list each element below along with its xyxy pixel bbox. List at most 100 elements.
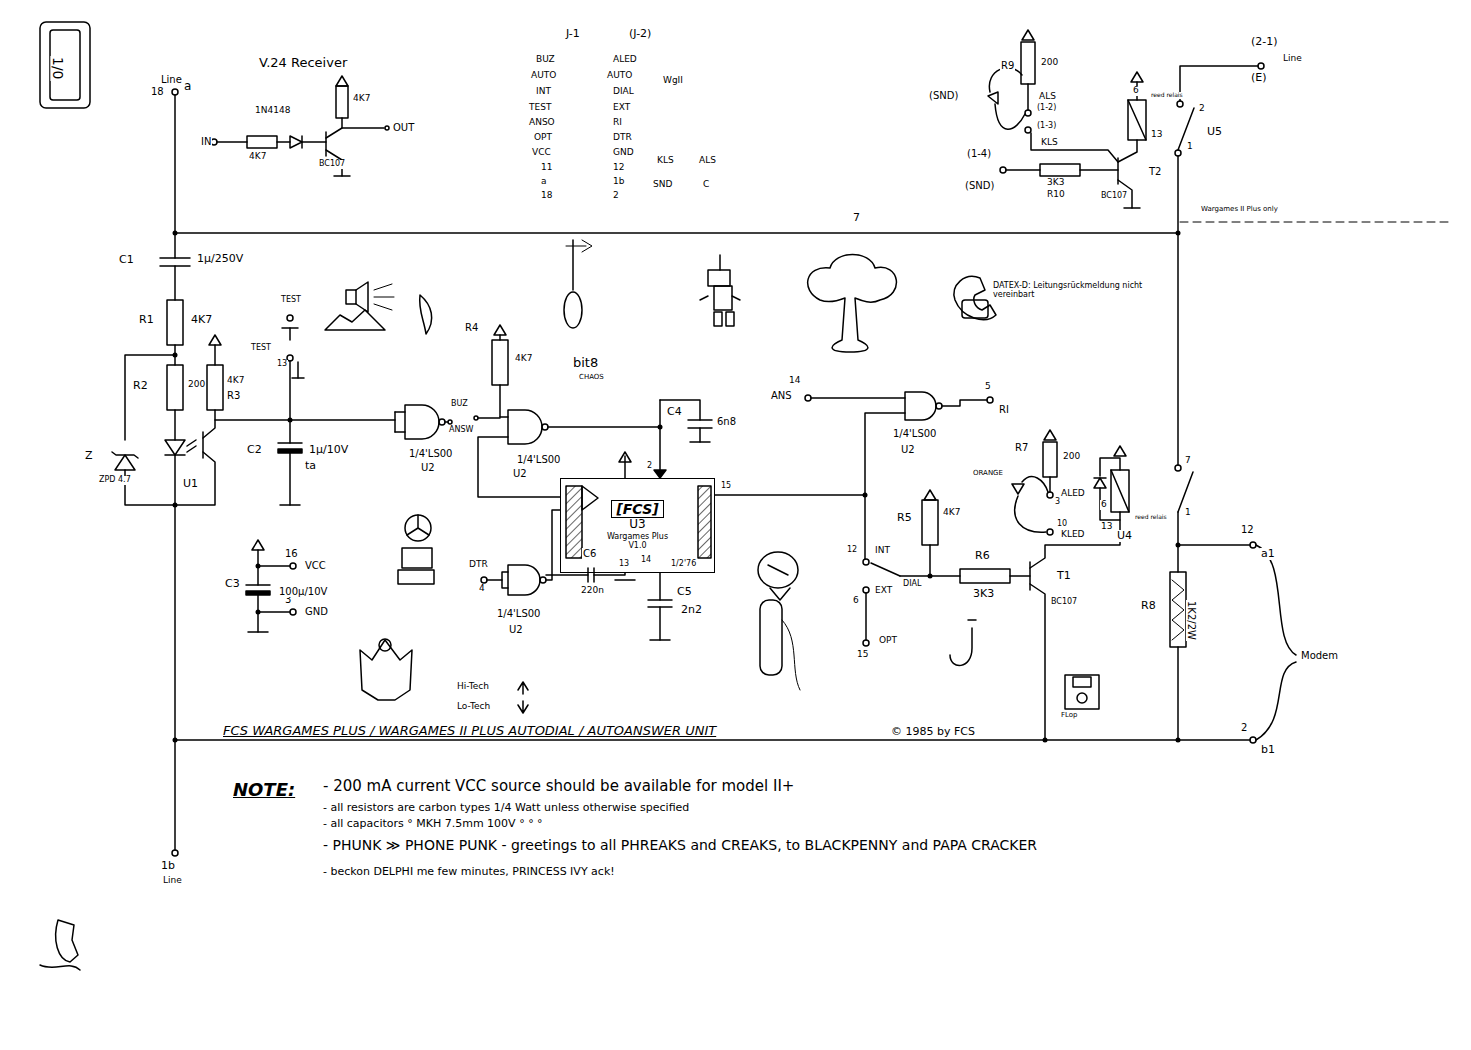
schematic-label: 4K7 xyxy=(190,314,213,326)
schematic-label: - all capacitors ° MKH 7.5mm 100V ° ° ° xyxy=(322,818,544,830)
schematic-label: U2 xyxy=(512,468,528,479)
diagram-title: FCS WARGAMES PLUS / WARGAMES II PLUS AUT… xyxy=(222,724,717,738)
schematic-label: ANSO xyxy=(528,118,556,128)
schematic-label: VCC xyxy=(531,148,552,158)
schematic-label: U4 xyxy=(1116,530,1133,542)
schematic-label: 1 xyxy=(1184,508,1192,518)
schematic-label: reed relais xyxy=(1134,514,1168,521)
schematic-label: R5 xyxy=(896,512,913,524)
schematic-label: - all resistors are carbon types 1/4 Wat… xyxy=(322,802,690,814)
schematic-label: 11 xyxy=(540,163,553,173)
schematic-label: ALED xyxy=(1060,489,1086,499)
schematic-label: RI xyxy=(612,118,623,128)
schematic-label: 6 xyxy=(852,596,860,606)
schematic-label: 3K3 xyxy=(1046,178,1065,188)
schematic-label: R4 xyxy=(464,322,479,333)
schematic-label: 1/0 xyxy=(50,56,65,81)
schematic-label: 1/4'LS00 xyxy=(408,448,454,459)
chip-text: [FCS] xyxy=(611,500,663,518)
schematic-label: 2n2 xyxy=(680,604,703,616)
schematic-label: (SND) xyxy=(928,90,959,101)
chip-text: V1.0 xyxy=(626,541,648,550)
schematic-label: R7 xyxy=(1014,442,1029,453)
schematic-label: 6n8 xyxy=(716,416,737,427)
schematic-label: (1-3) xyxy=(1036,122,1057,131)
schematic-label: R1 xyxy=(138,314,155,326)
schematic-label: 1/2'76 xyxy=(670,560,697,569)
schematic-label: ta xyxy=(304,460,317,472)
schematic-label: 14 xyxy=(788,376,801,386)
schematic-label: 12 xyxy=(1240,524,1255,535)
schematic-label: BC107 xyxy=(1100,192,1128,201)
schematic-label: (SND) xyxy=(964,180,995,191)
schematic-label: 16 xyxy=(284,548,299,559)
schematic-label: DIAL xyxy=(612,87,635,97)
schematic-label: EXT xyxy=(612,103,631,113)
schematic-label: 12 xyxy=(846,546,858,555)
schematic-label: Lo-Tech xyxy=(456,702,491,712)
schematic-label: 1N4148 xyxy=(254,106,291,116)
schematic-label: R6 xyxy=(974,550,991,562)
schematic-label: U5 xyxy=(1206,126,1223,138)
schematic-label: 1b xyxy=(160,860,176,872)
schematic-label: ANSW xyxy=(448,426,474,435)
schematic-label: OPT xyxy=(878,636,898,646)
schematic-label: ORANGE xyxy=(972,470,1004,478)
schematic-label: EXT xyxy=(874,586,893,596)
schematic-label: GND xyxy=(612,148,635,158)
schematic-label: FLop xyxy=(1060,712,1079,720)
schematic-label: INT xyxy=(535,87,552,97)
schematic-label: 4K7 xyxy=(942,508,961,518)
schematic-label: Modem xyxy=(1300,650,1339,661)
schematic-label: - PHUNK ≫ PHONE PUNK - greetings to all … xyxy=(322,838,1038,853)
schematic-label: 12 xyxy=(612,163,625,173)
schematic-label: GND xyxy=(304,606,329,617)
schematic-label: AUTO xyxy=(606,71,633,81)
schematic-label: Wargames II Plus only xyxy=(1200,206,1279,214)
schematic-label: T1 xyxy=(1056,570,1072,582)
schematic-label: 1 xyxy=(1186,142,1194,152)
schematic-label: 13 xyxy=(618,560,630,569)
schematic-label: DTR xyxy=(468,560,489,570)
schematic-label: SND xyxy=(652,180,673,190)
schematic-label: 7 xyxy=(852,212,861,224)
schematic-label: BUZ xyxy=(450,400,469,409)
schematic-label: 4 xyxy=(478,584,486,594)
schematic-label: 2 xyxy=(646,462,653,471)
schematic-label: J-1 xyxy=(565,28,581,40)
schematic-label: Line xyxy=(1282,54,1303,64)
schematic-label: © 1985 by FCS xyxy=(890,726,976,738)
schematic-label: ALS xyxy=(1038,92,1057,102)
schematic-label: 2 xyxy=(1198,104,1206,114)
schematic-label: U2 xyxy=(420,462,436,473)
schematic-label: 5 xyxy=(984,382,992,392)
schematic-label: Line xyxy=(160,74,183,85)
schematic-label: CHAOS xyxy=(578,374,605,382)
schematic-label: a xyxy=(540,177,548,187)
schematic-label: IN xyxy=(200,136,212,147)
schematic-label: KLED xyxy=(1060,530,1086,540)
schematic-label: C3 xyxy=(224,578,241,590)
schematic-label: Line xyxy=(162,876,183,886)
schematic-label: DIAL xyxy=(902,580,922,589)
schematic-label: R10 xyxy=(1046,190,1066,200)
schematic-label: (1-4) xyxy=(966,148,992,159)
schematic-label: 4K7 xyxy=(248,152,267,162)
schematic-label: C6 xyxy=(582,548,597,559)
schematic-label: a xyxy=(183,80,192,93)
schematic-label: 1µ/250V xyxy=(196,253,244,265)
schematic-label: BUZ xyxy=(535,55,556,65)
schematic-label: T2 xyxy=(1148,166,1162,177)
schematic-label: V.24 Receiver xyxy=(258,56,348,70)
schematic-label: R2 xyxy=(132,380,149,392)
schematic-label: 100µ/10V xyxy=(278,586,328,597)
schematic-label: 13 xyxy=(1100,522,1113,532)
schematic-label: OPT xyxy=(533,133,553,143)
schematic-label: ALED xyxy=(612,55,638,65)
schematic-label: 13 xyxy=(1150,130,1163,140)
schematic-label: C2 xyxy=(246,444,263,456)
schematic-label: 18 xyxy=(150,86,165,97)
schematic-label: R8 xyxy=(1140,600,1157,612)
schematic-label: NOTE: xyxy=(232,780,296,800)
schematic-label: 1/4'LS00 xyxy=(516,454,562,465)
